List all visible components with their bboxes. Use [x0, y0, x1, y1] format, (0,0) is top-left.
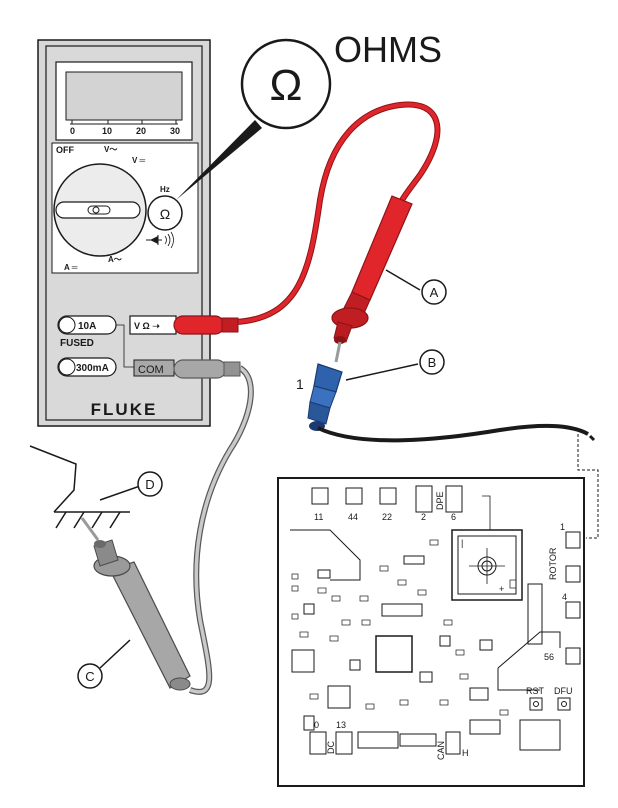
- dial-off-label: OFF: [56, 145, 74, 155]
- conn-label-44: 44: [348, 512, 358, 522]
- dial-vac-label: V～: [104, 145, 117, 154]
- brand-label: FLUKE: [91, 400, 158, 419]
- jack-com-label: COM: [138, 364, 164, 376]
- dpe-label: DPE: [435, 491, 445, 510]
- jack-fused-label: FUSED: [60, 338, 94, 349]
- callout-c: [77, 663, 103, 689]
- callout-a: [421, 279, 447, 305]
- rst-button[interactable]: [529, 697, 543, 711]
- display-window: [65, 71, 183, 121]
- conn-label-6: 6: [451, 512, 456, 522]
- red-probe-body[interactable]: [351, 195, 413, 301]
- callout-pointer: [176, 120, 262, 200]
- black-wire: [317, 423, 589, 443]
- jack-10a-label: 10A: [78, 321, 96, 332]
- board-outline: [277, 477, 585, 787]
- can-label: CAN: [436, 741, 446, 760]
- ohm-callout-symbol: Ω: [270, 61, 303, 110]
- dial-adc-label: A ═: [64, 263, 78, 272]
- callout-d-label: D: [145, 477, 154, 492]
- ground-symbol: [29, 445, 130, 529]
- dfu-button[interactable]: [557, 697, 571, 711]
- callout-one-label: 1: [296, 376, 304, 392]
- callout-c-label: C: [85, 669, 94, 684]
- scale-label-10: 10: [102, 126, 112, 136]
- jack-vohm-label: V Ω ➝: [134, 321, 160, 331]
- dfu-label: DFU: [554, 686, 573, 696]
- ohm-position: [147, 195, 183, 231]
- scale-label-0: 0: [70, 126, 75, 136]
- pin-0-label: 0: [314, 720, 319, 730]
- h-label: H: [462, 748, 469, 758]
- dial-hz-label: Hz: [160, 185, 170, 194]
- scale-label-30: 30: [170, 126, 180, 136]
- pin-4-label: 4: [562, 592, 567, 602]
- callout-a-label: A: [430, 285, 439, 300]
- conn-label-22: 22: [382, 512, 392, 522]
- blue-connector-clip: [307, 363, 343, 431]
- pin-13-label: 13: [336, 720, 346, 730]
- rotor-pin-label: 1: [560, 522, 565, 532]
- callout-d: [137, 471, 163, 497]
- conn-label-11: 11: [314, 512, 323, 522]
- ohm-position-symbol: Ω: [160, 206, 170, 222]
- gray-test-lead: [80, 359, 254, 695]
- dc-label: DC: [326, 741, 336, 754]
- multimeter: 0 10 20 30 OFF V～ V ═ Hz A ═ A～ Ω 10A FU…: [37, 39, 211, 427]
- rotor-label: ROTOR: [548, 547, 558, 580]
- rst-label: RST: [526, 686, 545, 696]
- dial-aac-label: A～: [108, 255, 122, 264]
- jack-300ma-label: 300mA: [76, 363, 109, 374]
- dial-vdc-label: V ═: [132, 156, 146, 165]
- conn-label-2: 2: [421, 512, 426, 522]
- scale-label-20: 20: [136, 126, 146, 136]
- wire-dashed-path: [577, 434, 599, 539]
- title: OHMS: [334, 29, 442, 70]
- svg-text:|: |: [461, 538, 463, 548]
- gray-probe-body[interactable]: [109, 561, 191, 689]
- ohm-callout-circle: [240, 38, 332, 130]
- callout-b: [419, 349, 445, 375]
- circuit-board: 11 44 22 2 6 DPE + | ROTOR 1 4 56: [277, 477, 585, 787]
- diode-icon: [146, 231, 174, 249]
- red-test-lead: [173, 101, 441, 363]
- pin-56-label: 56: [544, 652, 554, 662]
- svg-text:+: +: [499, 584, 504, 594]
- callout-b-label: B: [428, 355, 437, 370]
